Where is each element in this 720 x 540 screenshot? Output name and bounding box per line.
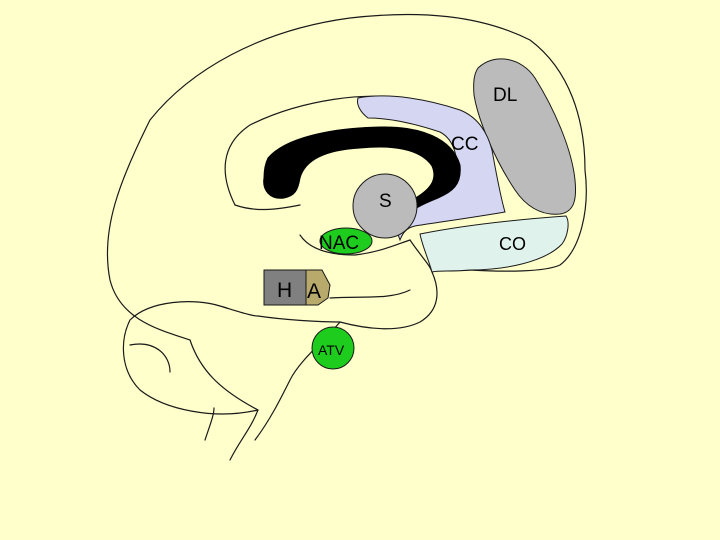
region-a: [305, 269, 331, 306]
label-co: CO: [499, 234, 526, 254]
label-nac: NAC: [319, 233, 359, 254]
region-cc: [357, 95, 506, 242]
region-dl: [473, 58, 577, 215]
region-s: [352, 173, 418, 239]
region-atv: [311, 326, 355, 370]
cingulate-inner-contour: [234, 204, 301, 211]
label-a: A: [307, 280, 321, 303]
region-h: [263, 269, 309, 306]
label-s: S: [379, 191, 392, 212]
cerebellum-outline: [122, 301, 259, 415]
hypothalamus-contour: [329, 289, 411, 299]
label-atv: ATV: [318, 342, 345, 358]
label-dl: DL: [493, 85, 517, 106]
cerebellum-lobule: [129, 343, 171, 373]
label-cc: CC: [451, 134, 478, 155]
brainstem-line: [204, 407, 215, 441]
temporal-contour: [299, 234, 411, 256]
label-h: H: [277, 279, 292, 302]
region-co: [419, 215, 569, 273]
brain-outline: [106, 13, 587, 461]
midbrain-outline: [257, 315, 341, 323]
region-nac: [319, 227, 373, 255]
